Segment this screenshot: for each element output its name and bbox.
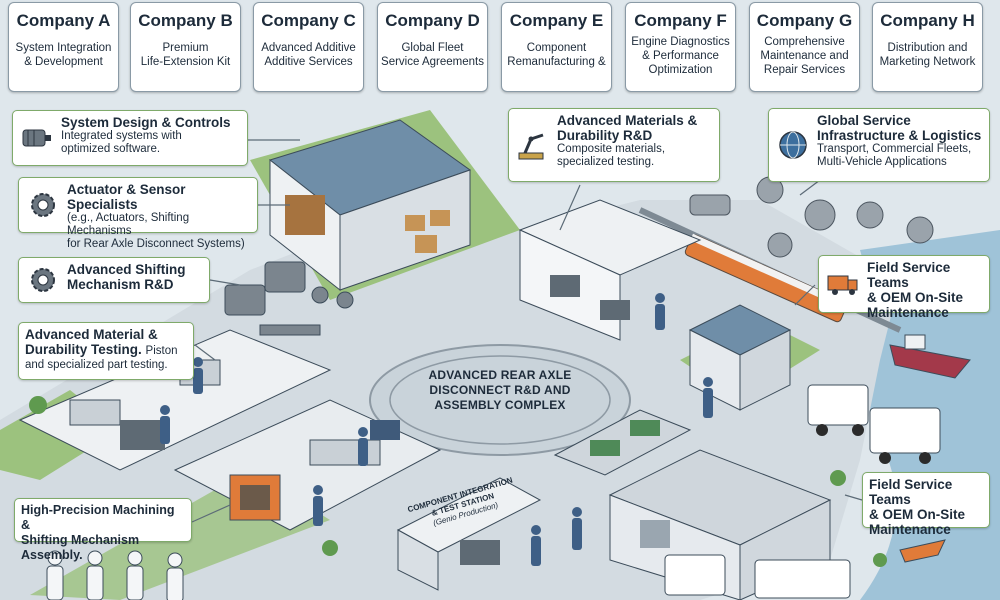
engine-parts <box>224 261 354 336</box>
delivery-van-3 <box>664 554 726 596</box>
connector-lines <box>191 139 863 523</box>
parts-display <box>689 176 934 258</box>
adv-materials-sub: Composite materials,specialized testing. <box>557 143 666 168</box>
cargo-ship <box>889 334 971 379</box>
electronics-bench <box>553 409 692 476</box>
adv-materials-title: Advanced Materials &Durability R&D <box>557 113 698 143</box>
hazmat-workers <box>46 550 184 600</box>
main-warehouse <box>268 119 472 292</box>
central-plaza <box>369 344 631 456</box>
depot-building <box>688 304 792 411</box>
delivery-van-4 <box>754 559 851 599</box>
company-a-card: Company A System Integration& Developmen… <box>8 2 119 92</box>
delivery-van-1 <box>807 384 869 436</box>
company-h-name: Company H <box>880 11 975 30</box>
globe-icon <box>779 131 807 159</box>
system-design-title: System Design & Controls <box>61 115 231 130</box>
material-testing-title: Advanced Material &Durability Testing. P… <box>25 327 178 357</box>
truck-icon <box>827 275 858 295</box>
global-service-sub: Transport, Commercial Fleets,Multi-Vehic… <box>817 143 972 168</box>
callout-material-testing: Advanced Material &Durability Testing. P… <box>18 322 194 380</box>
company-g-name: Company G <box>756 11 853 30</box>
gear-icon <box>31 193 55 217</box>
company-c-name: Company C <box>261 11 356 30</box>
company-e-name: Company E <box>509 11 604 30</box>
material-testing-sub: and specialized part testing. <box>25 359 168 371</box>
machining-title: High-Precision Machining &Shifting Mecha… <box>21 503 175 562</box>
delivery-van-2 <box>869 407 941 464</box>
callout-adv-materials: Advanced Materials &Durability R&D Compo… <box>508 108 720 182</box>
gear-icon <box>31 268 55 292</box>
machining-area <box>173 399 442 531</box>
company-f-card: Company F Engine Diagnostics& Performanc… <box>625 2 736 92</box>
motor-icon <box>22 129 51 147</box>
trees <box>29 396 887 567</box>
robot-arm-icon <box>518 133 544 160</box>
worker-figures <box>160 293 713 566</box>
integration-station <box>396 477 542 591</box>
actuator-title: Actuator & Sensor Specialists <box>67 182 186 212</box>
small-boat <box>899 539 946 563</box>
callout-machining: High-Precision Machining &Shifting Mecha… <box>14 498 192 562</box>
company-b-name: Company B <box>138 11 233 30</box>
company-f-name: Company F <box>634 11 727 30</box>
company-d-name: Company D <box>385 11 480 30</box>
company-a-name: Company A <box>16 11 111 30</box>
callout-system-design: System Design & Controls Integrated syst… <box>12 110 248 166</box>
company-a-desc: System Integration& Development <box>15 42 112 68</box>
center-complex-label: ADVANCED REAR AXLE DISCONNECT R&D AND AS… <box>428 368 572 412</box>
callout-actuator-sensor: Actuator & Sensor Specialists (e.g., Act… <box>18 177 258 250</box>
